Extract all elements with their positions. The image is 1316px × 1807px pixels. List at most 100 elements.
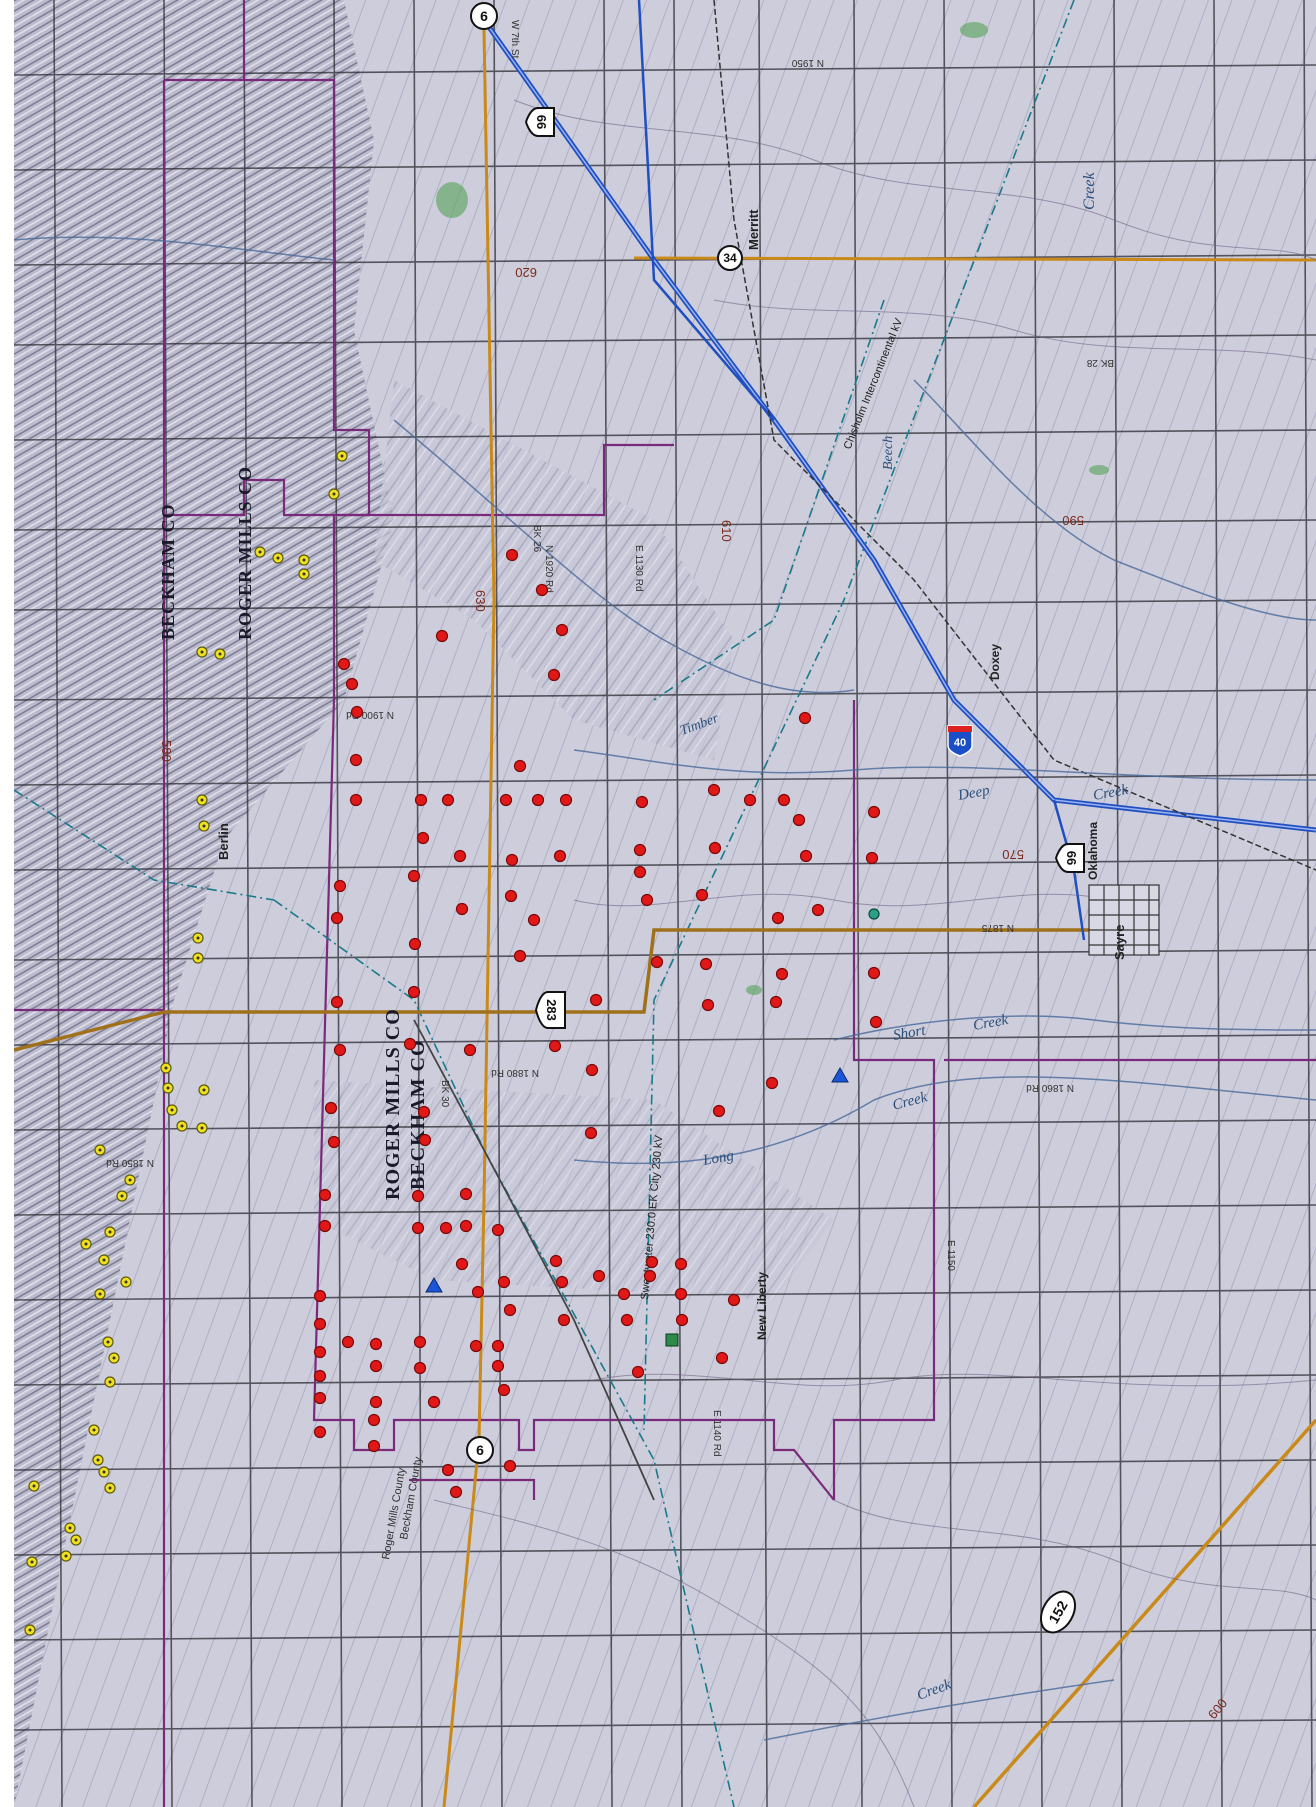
red-well-marker[interactable] bbox=[867, 805, 881, 819]
red-well-marker[interactable] bbox=[453, 849, 467, 863]
red-well-marker[interactable] bbox=[553, 849, 567, 863]
red-well-marker[interactable] bbox=[313, 1317, 327, 1331]
red-well-marker[interactable] bbox=[417, 1105, 431, 1119]
red-well-marker[interactable] bbox=[531, 793, 545, 807]
red-well-marker[interactable] bbox=[650, 955, 664, 969]
topographic-map[interactable]: ROGER MILLS CO ROGER MILLS CO BECKHAM CO… bbox=[14, 0, 1316, 1807]
red-well-marker[interactable] bbox=[403, 1037, 417, 1051]
red-well-marker[interactable] bbox=[497, 1383, 511, 1397]
red-well-marker[interactable] bbox=[701, 998, 715, 1012]
red-well-marker[interactable] bbox=[695, 888, 709, 902]
red-well-marker[interactable] bbox=[439, 1221, 453, 1235]
red-well-marker[interactable] bbox=[416, 831, 430, 845]
red-well-marker[interactable] bbox=[345, 677, 359, 691]
red-well-marker[interactable] bbox=[633, 865, 647, 879]
red-well-marker[interactable] bbox=[327, 1135, 341, 1149]
red-well-marker[interactable] bbox=[435, 629, 449, 643]
red-well-marker[interactable] bbox=[411, 1189, 425, 1203]
red-well-marker[interactable] bbox=[798, 711, 812, 725]
interstate-40-shield[interactable]: 40 bbox=[947, 725, 973, 757]
red-well-marker[interactable] bbox=[427, 1395, 441, 1409]
red-well-marker[interactable] bbox=[640, 893, 654, 907]
red-well-marker[interactable] bbox=[535, 583, 549, 597]
red-well-marker[interactable] bbox=[330, 911, 344, 925]
red-well-marker[interactable] bbox=[643, 1269, 657, 1283]
red-well-marker[interactable] bbox=[313, 1289, 327, 1303]
red-well-marker[interactable] bbox=[674, 1257, 688, 1271]
red-well-marker[interactable] bbox=[471, 1285, 485, 1299]
red-well-marker[interactable] bbox=[333, 1043, 347, 1057]
red-well-marker[interactable] bbox=[407, 869, 421, 883]
red-well-marker[interactable] bbox=[585, 1063, 599, 1077]
red-well-marker[interactable] bbox=[549, 1254, 563, 1268]
red-well-marker[interactable] bbox=[413, 1335, 427, 1349]
red-well-marker[interactable] bbox=[349, 793, 363, 807]
red-well-marker[interactable] bbox=[527, 913, 541, 927]
red-well-marker[interactable] bbox=[318, 1219, 332, 1233]
red-well-marker[interactable] bbox=[620, 1313, 634, 1327]
red-well-marker[interactable] bbox=[491, 1339, 505, 1353]
red-well-marker[interactable] bbox=[313, 1425, 327, 1439]
red-well-marker[interactable] bbox=[811, 903, 825, 917]
us-route-66-shield[interactable]: 66 bbox=[524, 107, 555, 137]
red-well-marker[interactable] bbox=[491, 1223, 505, 1237]
red-well-marker[interactable] bbox=[503, 1303, 517, 1317]
red-well-marker[interactable] bbox=[369, 1337, 383, 1351]
red-well-marker[interactable] bbox=[455, 1257, 469, 1271]
red-well-marker[interactable] bbox=[459, 1219, 473, 1233]
red-well-marker[interactable] bbox=[589, 993, 603, 1007]
red-well-marker[interactable] bbox=[769, 995, 783, 1009]
red-well-marker[interactable] bbox=[869, 1015, 883, 1029]
red-well-marker[interactable] bbox=[708, 841, 722, 855]
red-well-marker[interactable] bbox=[799, 849, 813, 863]
red-well-marker[interactable] bbox=[369, 1395, 383, 1409]
red-well-marker[interactable] bbox=[503, 1459, 517, 1473]
red-well-marker[interactable] bbox=[459, 1187, 473, 1201]
red-well-marker[interactable] bbox=[330, 995, 344, 1009]
red-well-marker[interactable] bbox=[449, 1485, 463, 1499]
red-well-marker[interactable] bbox=[617, 1287, 631, 1301]
green-square-marker[interactable] bbox=[665, 1333, 679, 1347]
red-well-marker[interactable] bbox=[349, 753, 363, 767]
state-route-6-south-shield[interactable]: 6 bbox=[466, 1436, 494, 1464]
red-well-marker[interactable] bbox=[463, 1043, 477, 1057]
red-well-marker[interactable] bbox=[367, 1439, 381, 1453]
red-well-marker[interactable] bbox=[547, 668, 561, 682]
red-well-marker[interactable] bbox=[645, 1255, 659, 1269]
red-well-marker[interactable] bbox=[313, 1369, 327, 1383]
red-well-marker[interactable] bbox=[727, 1293, 741, 1307]
red-well-marker[interactable] bbox=[324, 1101, 338, 1115]
red-well-marker[interactable] bbox=[441, 793, 455, 807]
teal-site-marker[interactable] bbox=[868, 908, 880, 920]
red-well-marker[interactable] bbox=[499, 793, 513, 807]
red-well-marker[interactable] bbox=[777, 793, 791, 807]
red-well-marker[interactable] bbox=[505, 853, 519, 867]
state-route-34-shield[interactable]: 34 bbox=[717, 245, 743, 271]
red-well-marker[interactable] bbox=[699, 957, 713, 971]
red-well-marker[interactable] bbox=[674, 1287, 688, 1301]
red-well-marker[interactable] bbox=[411, 1221, 425, 1235]
red-well-marker[interactable] bbox=[635, 795, 649, 809]
red-well-marker[interactable] bbox=[504, 889, 518, 903]
red-well-marker[interactable] bbox=[865, 851, 879, 865]
red-well-marker[interactable] bbox=[491, 1359, 505, 1373]
red-well-marker[interactable] bbox=[369, 1359, 383, 1373]
red-well-marker[interactable] bbox=[513, 759, 527, 773]
blue-triangle-marker[interactable] bbox=[425, 1276, 443, 1293]
red-well-marker[interactable] bbox=[333, 879, 347, 893]
red-well-marker[interactable] bbox=[743, 793, 757, 807]
us-route-283-shield[interactable]: 283 bbox=[534, 991, 566, 1029]
red-well-marker[interactable] bbox=[505, 548, 519, 562]
red-well-marker[interactable] bbox=[548, 1039, 562, 1053]
red-well-marker[interactable] bbox=[771, 911, 785, 925]
state-route-6-shield[interactable]: 6 bbox=[470, 2, 498, 30]
red-well-marker[interactable] bbox=[350, 705, 364, 719]
red-well-marker[interactable] bbox=[765, 1076, 779, 1090]
red-well-marker[interactable] bbox=[867, 966, 881, 980]
red-well-marker[interactable] bbox=[455, 902, 469, 916]
red-well-marker[interactable] bbox=[715, 1351, 729, 1365]
red-well-marker[interactable] bbox=[592, 1269, 606, 1283]
red-well-marker[interactable] bbox=[792, 813, 806, 827]
red-well-marker[interactable] bbox=[675, 1313, 689, 1327]
red-well-marker[interactable] bbox=[633, 843, 647, 857]
